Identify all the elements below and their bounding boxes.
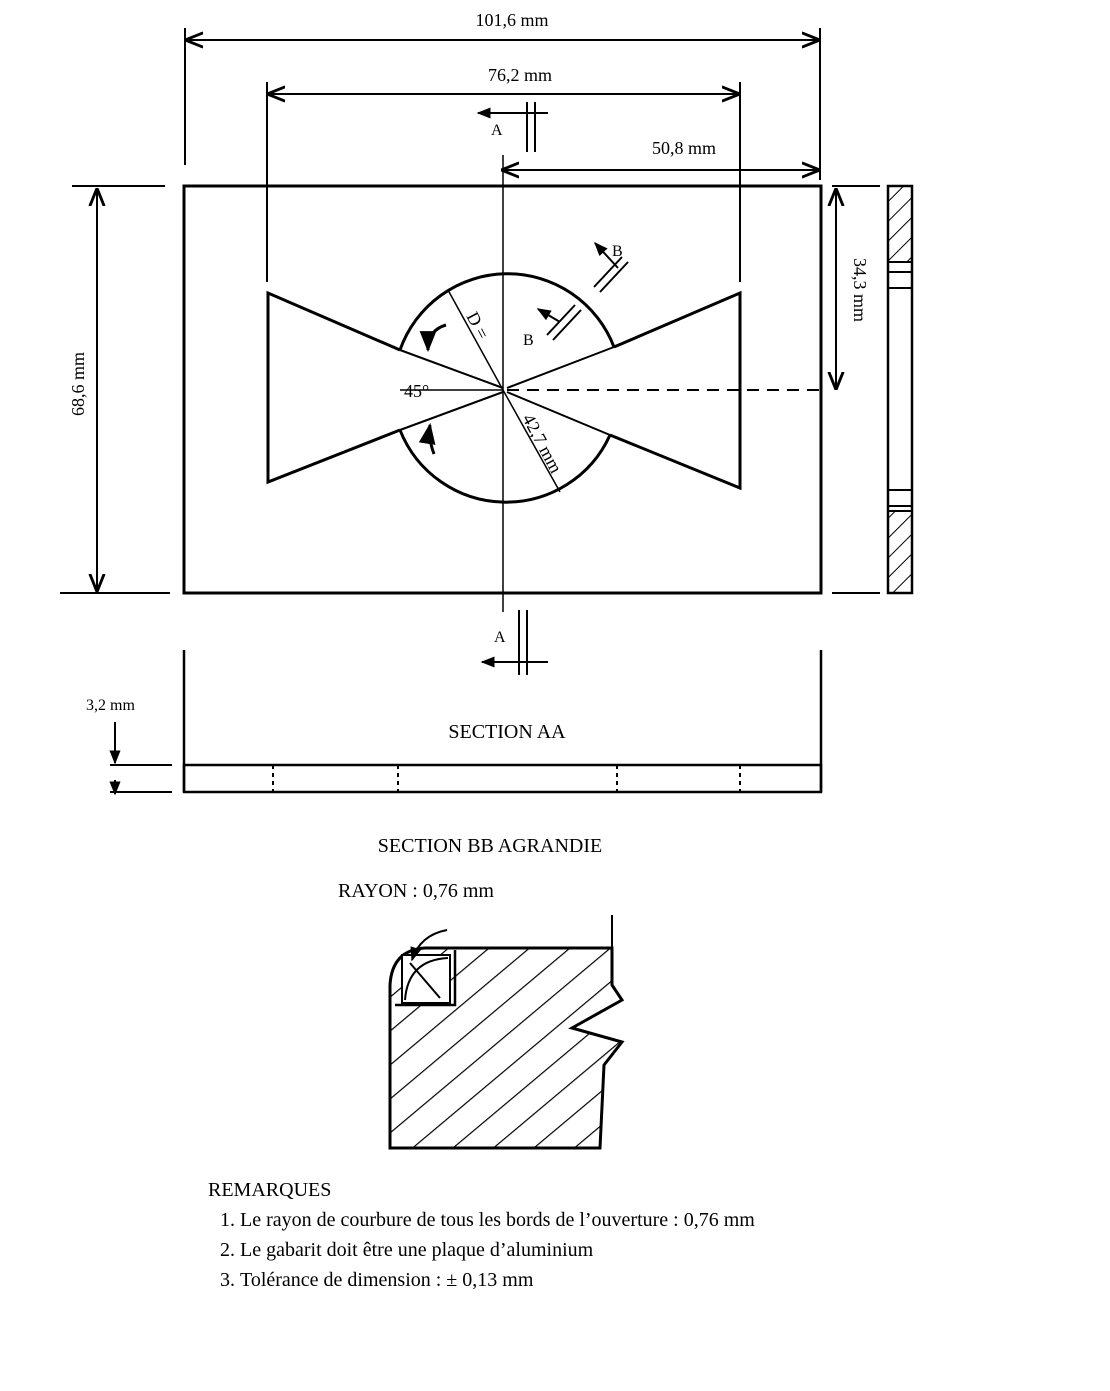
radius-label: 42,7 mm [518,410,566,476]
side-section-view [886,184,914,595]
center-lines [400,155,820,612]
height-label: 68,6 mm [68,352,88,416]
section-b-label-inner: B [523,332,534,349]
remarks-block: REMARQUES Le rayon de courbure de tous l… [208,1175,755,1295]
dimension-overall-width: 101,6 mm [184,10,821,180]
section-bb-radius-label: RAYON : 0,76 mm [338,880,494,902]
section-bb-view [388,915,625,1150]
dimension-thickness: 3,2 mm [86,697,172,796]
section-b-marker-inner: B [523,304,582,349]
section-bb-title: SECTION BB AGRANDIE [378,835,602,857]
diameter-label: D = [462,308,493,342]
half-height-label: 34,3 mm [850,258,870,322]
section-a-marker-top: A [476,102,548,152]
section-a-marker-bottom: A [480,610,548,675]
opening-width-label: 76,2 mm [488,65,552,85]
half-width-label: 50,8 mm [652,138,716,158]
section-aa-view: SECTION AA [182,650,823,794]
dimension-opening-width: 76,2 mm [266,65,741,282]
remarks-title: REMARQUES [208,1179,332,1201]
thickness-label: 3,2 mm [86,697,135,714]
overall-width-label: 101,6 mm [475,10,548,30]
angle-label: 45° [404,381,429,401]
remarks-list: Le rayon de courbure de tous les bords d… [208,1205,755,1295]
dimension-half-height: 34,3 mm [836,190,870,388]
section-b-label-outer: B [612,243,623,260]
remark-item: Tolérance de dimension : ± 0,13 mm [240,1265,755,1295]
opening-outline [266,272,742,504]
section-a-label-top: A [491,122,503,139]
remark-item: Le rayon de courbure de tous les bords d… [240,1205,755,1235]
dimension-height: 68,6 mm [68,190,97,590]
section-a-label-bottom: A [494,629,506,646]
section-b-marker-outer: B [593,241,629,293]
remark-item: Le gabarit doit être une plaque d’alumin… [240,1235,755,1265]
rotation-arrows [418,323,447,455]
section-aa-title: SECTION AA [448,721,566,743]
dimension-half-width: 50,8 mm [503,138,818,170]
